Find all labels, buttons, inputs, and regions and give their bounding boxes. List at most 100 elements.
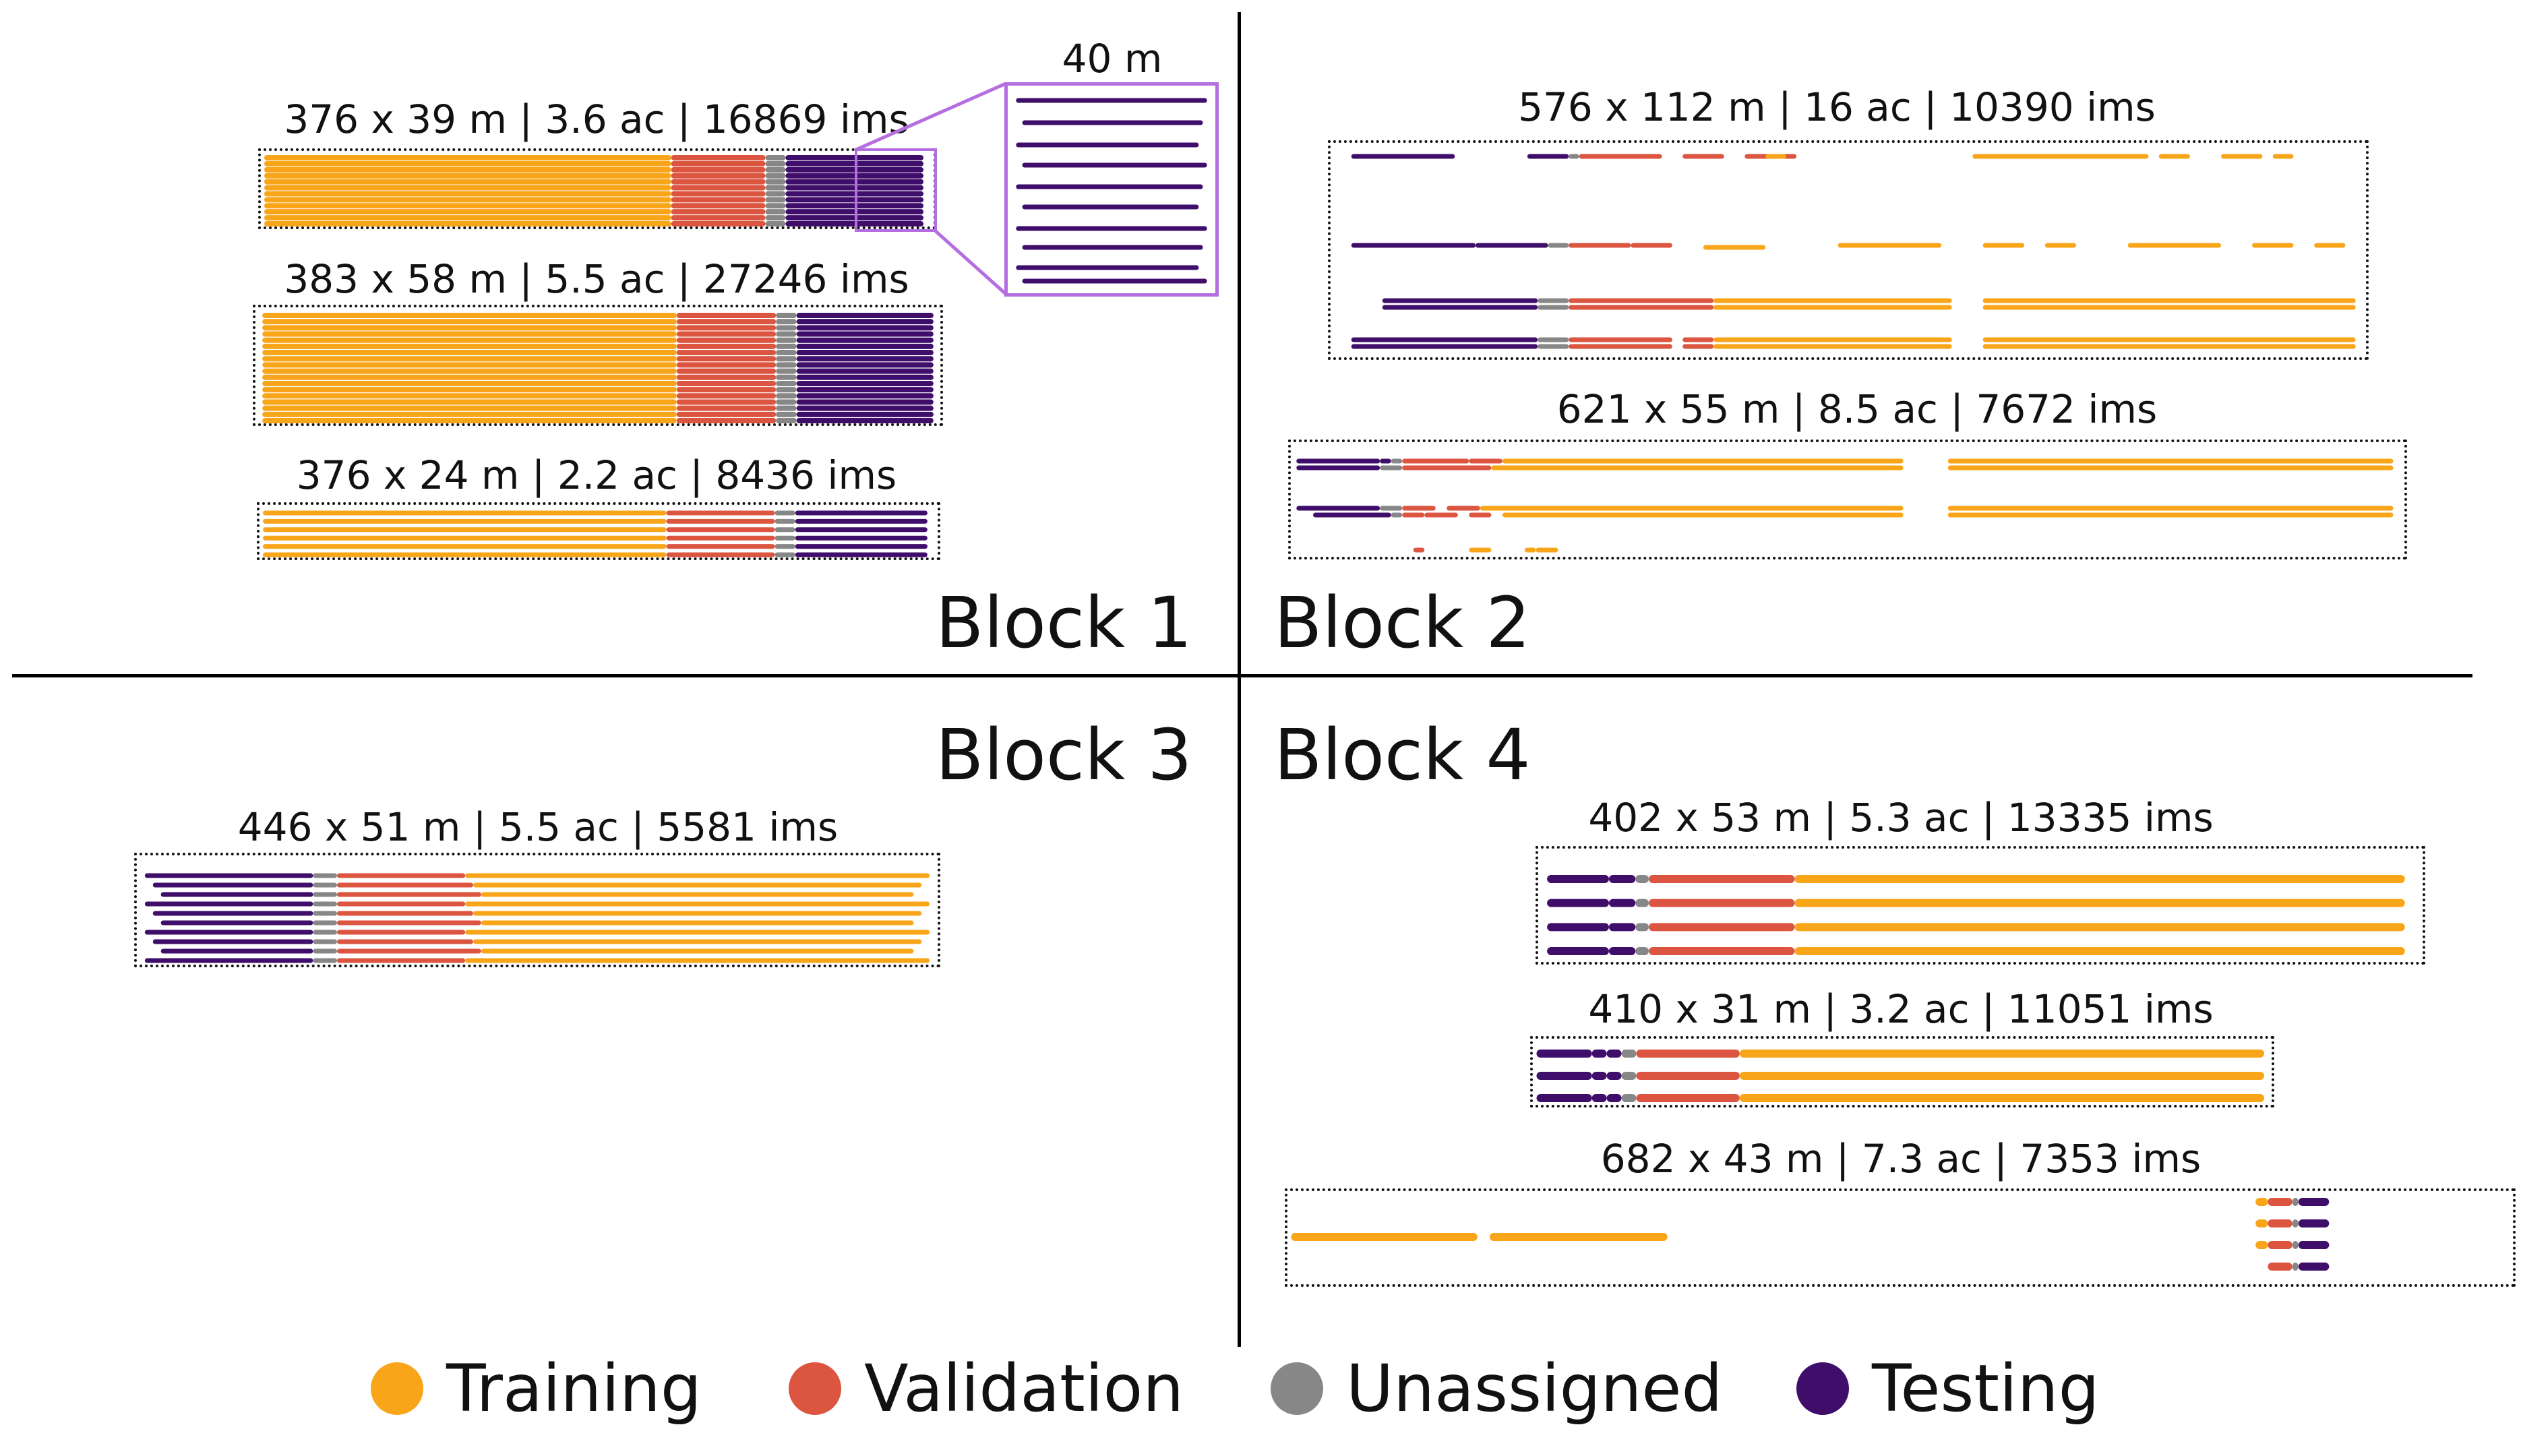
training-segment	[1794, 947, 2405, 955]
training-segment	[264, 221, 671, 226]
training-segment	[263, 510, 667, 516]
training-segment	[262, 411, 677, 417]
testing-segment	[1591, 1072, 1607, 1080]
unassigned-segment	[1621, 1050, 1637, 1058]
validation-segment	[666, 527, 775, 533]
testing-segment	[796, 393, 934, 399]
unassigned-segment	[1569, 154, 1579, 159]
testing-segment	[796, 350, 934, 356]
training-segment	[1982, 337, 2356, 342]
training-segment	[2255, 1241, 2268, 1249]
testing-segment	[785, 166, 924, 173]
training-segment	[1713, 344, 1952, 349]
training-segment	[1739, 1094, 2265, 1102]
unassigned-segment	[774, 510, 795, 516]
testing-segment	[785, 160, 924, 166]
validation-segment	[676, 325, 777, 331]
validation-segment	[1631, 243, 1672, 248]
legend-item-validation: Validation	[789, 1341, 1184, 1436]
validation-segment	[676, 399, 777, 405]
validation-segment	[1469, 458, 1502, 464]
training-segment	[1794, 899, 2405, 907]
testing-segment	[1016, 265, 1199, 270]
training-segment	[262, 350, 677, 356]
training-segment	[1972, 154, 2149, 159]
testing-segment	[144, 873, 313, 878]
training-segment	[262, 387, 677, 393]
unassigned-segment	[774, 552, 795, 557]
unassigned-segment	[1635, 923, 1649, 932]
unassigned-segment	[774, 518, 795, 524]
validation-segment	[1682, 344, 1714, 349]
unassigned-segment	[1635, 947, 1649, 955]
testing-segment	[1606, 1094, 1622, 1102]
unassigned-segment	[1621, 1094, 1637, 1102]
validation-segment	[676, 387, 777, 393]
unassigned-segment	[2292, 1198, 2299, 1206]
testing-segment	[785, 209, 924, 215]
testing-segment	[795, 527, 928, 533]
unassigned-segment	[1538, 305, 1569, 310]
unassigned-segment	[776, 356, 797, 362]
validation-segment	[1569, 298, 1714, 303]
unassigned-segment	[313, 920, 337, 926]
unassigned-segment	[765, 215, 786, 221]
testing-segment	[1351, 154, 1455, 159]
unassigned-segment	[2292, 1263, 2299, 1271]
validation-segment	[676, 313, 777, 318]
validation-segment	[1569, 337, 1672, 342]
testing-segment	[785, 221, 924, 226]
field-5-caption: 621 x 55 m | 8.5 ac | 7672 ims	[1556, 386, 2158, 432]
training-segment	[1469, 547, 1492, 553]
unassigned-segment	[1635, 899, 1649, 907]
training-segment	[264, 209, 671, 215]
training-segment	[1794, 875, 2405, 883]
testing-segment	[1296, 458, 1380, 464]
testing-segment	[796, 374, 934, 380]
validation-segment	[676, 368, 777, 374]
field-2-map	[253, 305, 943, 426]
testing-segment	[785, 179, 924, 185]
validation-segment	[337, 958, 466, 963]
validation-segment	[671, 209, 766, 215]
unassigned-segment	[776, 331, 797, 337]
validation-segment	[671, 215, 766, 221]
training-segment	[1489, 1233, 1668, 1241]
validation-segment	[666, 518, 775, 524]
testing-segment	[1022, 204, 1199, 210]
validation-segment	[1447, 506, 1480, 511]
testing-segment	[796, 331, 934, 337]
validation-segment	[676, 393, 777, 399]
testing-segment	[785, 197, 924, 203]
testing-segment	[796, 313, 934, 318]
validation-segment	[671, 221, 766, 226]
unassigned-segment	[313, 939, 337, 944]
legend-label-testing: Testing	[1872, 1351, 2100, 1426]
validation-segment	[676, 418, 777, 423]
unassigned-segment	[776, 374, 797, 380]
validation-segment	[1413, 547, 1425, 553]
validation-segment	[337, 911, 473, 916]
training-segment	[264, 166, 671, 173]
validation-segment	[1469, 512, 1492, 518]
field-5-map	[1288, 439, 2407, 559]
unassigned-swatch	[1271, 1362, 1323, 1415]
unassigned-segment	[1391, 458, 1403, 464]
validation-segment	[676, 405, 777, 411]
unassigned-segment	[765, 209, 786, 215]
validation-segment	[1579, 154, 1662, 159]
training-segment	[473, 911, 922, 916]
validation-segment	[1402, 458, 1469, 464]
training-segment	[1947, 458, 2394, 464]
unassigned-segment	[776, 368, 797, 374]
training-segment	[1982, 243, 2025, 248]
unassigned-segment	[765, 160, 786, 166]
training-segment	[465, 930, 930, 935]
testing-segment	[795, 535, 928, 541]
validation-segment	[676, 380, 777, 386]
training-segment	[481, 892, 914, 897]
unassigned-segment	[774, 544, 795, 549]
unassigned-segment	[313, 892, 337, 897]
training-segment	[1713, 298, 1952, 303]
legend-item-testing: Testing	[1796, 1341, 2100, 1436]
